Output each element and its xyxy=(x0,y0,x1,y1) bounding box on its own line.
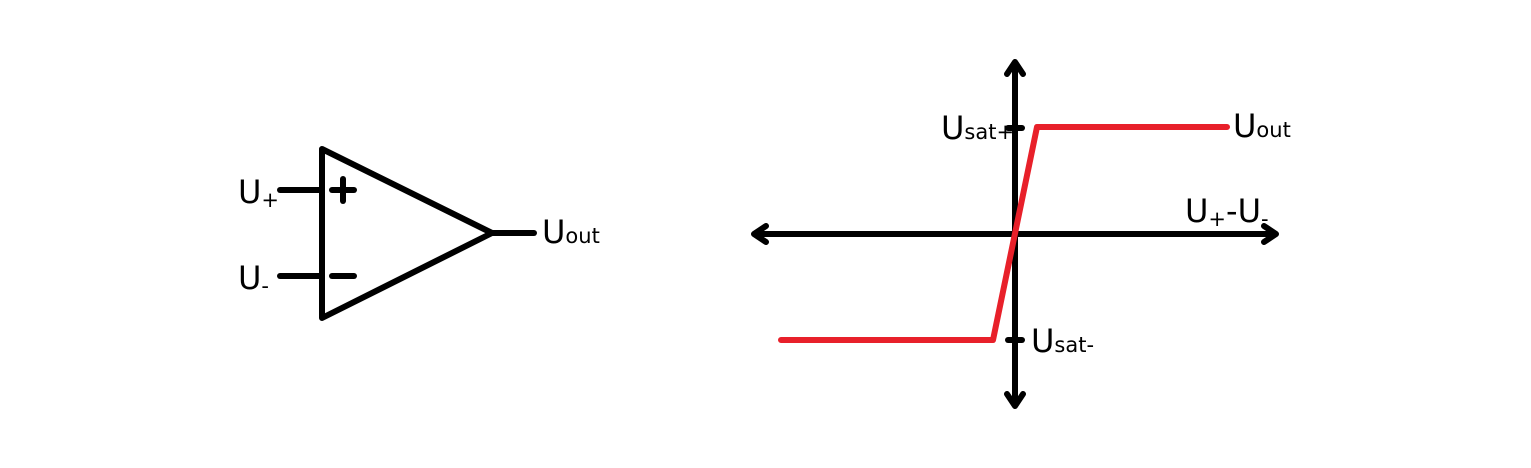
x-axis-label: U+-U- xyxy=(1185,192,1269,231)
opamp-triangle xyxy=(319,146,495,321)
lower-level-label: Usat- xyxy=(1031,322,1094,360)
transfer-curve xyxy=(778,124,1230,343)
opamp-symbol xyxy=(277,146,537,321)
minus-input-label: U- xyxy=(238,259,269,298)
x-axis-left-arrow-icon xyxy=(751,223,769,245)
x-axis-right-arrow-icon xyxy=(1261,223,1279,245)
plus-input-label: U+ xyxy=(238,173,279,212)
upper-level-label: Usat+ xyxy=(941,109,1014,147)
output-label: Uout xyxy=(542,213,600,251)
y-axis-bottom-arrow-icon xyxy=(1004,391,1026,409)
curve-output-label: Uout xyxy=(1233,107,1291,145)
y-axis-top-arrow-icon xyxy=(1004,59,1026,77)
plus-sign-icon xyxy=(329,176,357,204)
